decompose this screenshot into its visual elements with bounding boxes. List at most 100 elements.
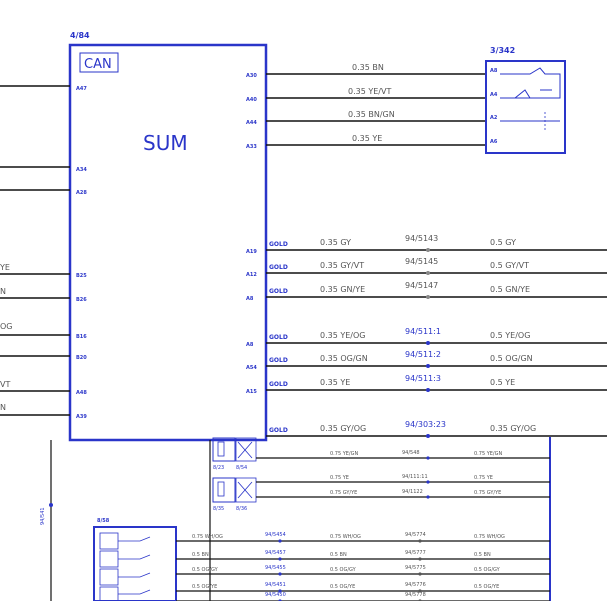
wire-label: 0.35 YE: [352, 134, 382, 143]
splice-label: 94/5450: [265, 592, 286, 598]
wire-label: 0.75 GY/YE: [330, 490, 357, 496]
gold-label: GOLD: [269, 427, 288, 434]
pin-label: A54: [246, 365, 257, 371]
wire-label-left: 0.35 GN/YE: [320, 285, 365, 294]
splice-label: 94/5454: [265, 532, 286, 538]
left-pin: A34: [76, 167, 87, 173]
left-pin: B20: [76, 355, 87, 361]
splice-dot: [418, 557, 422, 561]
switch-3-342: 3/342 A8 A4 A2 A6: [485, 46, 566, 154]
wire-label: 0.35 BN: [352, 63, 384, 72]
pin-label: A12: [246, 272, 257, 278]
splice-label: 94/5777: [405, 550, 426, 556]
splice-dot: [426, 295, 430, 299]
wire-label-right: 0.5 YE: [490, 378, 515, 387]
wire-label-right: 0.35 GY/OG: [490, 424, 536, 433]
left-stub-label: N: [0, 403, 6, 412]
left-stub-label: N: [0, 287, 6, 296]
pin-label: A8: [246, 296, 254, 302]
splice-dot: [278, 572, 282, 576]
left-pin: B25: [76, 273, 87, 279]
gold-label: GOLD: [269, 334, 288, 341]
left-pin: A47: [76, 86, 87, 92]
wire-label-right: 0.5 OG/GN: [490, 354, 533, 363]
splice-dot: [426, 495, 430, 499]
splice-dot: [418, 589, 422, 593]
splice-dot: [426, 434, 430, 438]
splice-label: 94/5455: [265, 565, 286, 571]
wire-label: 0.75 WH/OG: [192, 534, 223, 540]
left-pin: B16: [76, 334, 87, 340]
switch-pin: A6: [490, 139, 498, 145]
switch-pin: A4: [490, 92, 498, 98]
left-stub-label: YE: [0, 263, 10, 272]
wire-label-right: 0.5 GY/VT: [490, 261, 529, 270]
wire-label: 0.5 OG/GY: [192, 567, 219, 573]
splice-label: 94/5143: [405, 234, 438, 243]
left-pin: A28: [76, 190, 87, 196]
wire-label: 0.5 OG/GY: [330, 567, 357, 573]
top-wires: A30 A40 A44 A33 0.35 BN 0.35 YE/VT 0.35 …: [246, 63, 487, 150]
pin-label: A15: [246, 389, 257, 395]
wire-label: 0.75 YE/GN: [474, 451, 502, 457]
splice-label: 94/5457: [265, 550, 286, 556]
wire-label-left: 0.35 YE/OG: [320, 331, 366, 340]
small-ref: 8/35: [213, 506, 224, 512]
splice-dot: [426, 341, 430, 345]
wire-label: 0.5 BN: [330, 552, 347, 558]
splice-label: 94/5775: [405, 565, 426, 571]
small-ref: 8/54: [236, 465, 247, 471]
splice-label: 94/5147: [405, 281, 438, 290]
module-title: SUM: [143, 131, 188, 155]
switch-pin: A8: [490, 68, 498, 74]
splice-label: 94/5774: [405, 532, 426, 538]
wire-label: 0.75 GY/YE: [474, 490, 501, 496]
wire-label: 0.5 BN: [192, 552, 209, 558]
left-pin: B26: [76, 297, 87, 303]
splice-dot: [426, 456, 430, 460]
can-box: [79, 52, 119, 73]
left-pin: A48: [76, 390, 87, 396]
wire-label: 0.5 OG/GY: [474, 567, 501, 573]
wire-label: 0.5 OG/YE: [192, 584, 217, 590]
splice-dot: [426, 248, 430, 252]
wire-label: 0.75 WH/OG: [330, 534, 361, 540]
gold-label: GOLD: [269, 288, 288, 295]
splice-dot: [426, 364, 430, 368]
wire-label: 0.5 OG/YE: [330, 584, 355, 590]
splice-label: 94/111:11: [402, 474, 428, 480]
wire-label-left: 0.35 GY/OG: [320, 424, 366, 433]
wire-label: 0.5 OG/YE: [474, 584, 499, 590]
pin-label: A30: [246, 73, 257, 79]
gold-label: GOLD: [269, 264, 288, 271]
splice-dot: [418, 572, 422, 576]
pin-label: A40: [246, 97, 257, 103]
wire-label-right: 0.5 GN/YE: [490, 285, 530, 294]
pin-label: A44: [246, 120, 257, 126]
pin-label: A33: [246, 144, 257, 150]
switch-pin: A2: [490, 115, 498, 121]
side-label: 94/541: [40, 507, 46, 525]
splice-label: 94/511:1: [405, 327, 441, 336]
wire-label: 0.35 BN/GN: [348, 110, 395, 119]
left-stub-label: VT: [0, 380, 10, 389]
splice-label: 94/5776: [405, 582, 426, 588]
gold-label: GOLD: [269, 241, 288, 248]
splice-dot: [278, 539, 282, 543]
block-ref: 8/58: [97, 518, 110, 524]
splice-dot: [278, 557, 282, 561]
wire-label-right: 0.5 GY: [490, 238, 516, 247]
splice-label: 94/511:3: [405, 374, 441, 383]
gold-label: GOLD: [269, 381, 288, 388]
pin-label: A19: [246, 249, 257, 255]
splice-label: 94/5778: [405, 592, 426, 598]
splice-dot: [278, 589, 282, 593]
splice-label: 94/1122: [402, 489, 423, 495]
splice-label: 94/548: [402, 450, 420, 456]
wire-label-left: 0.35 YE: [320, 378, 350, 387]
wire-label: 0.75 YE: [474, 475, 493, 481]
small-ref: 8/23: [213, 465, 224, 471]
wire-label: 0.75 YE/GN: [330, 451, 358, 457]
